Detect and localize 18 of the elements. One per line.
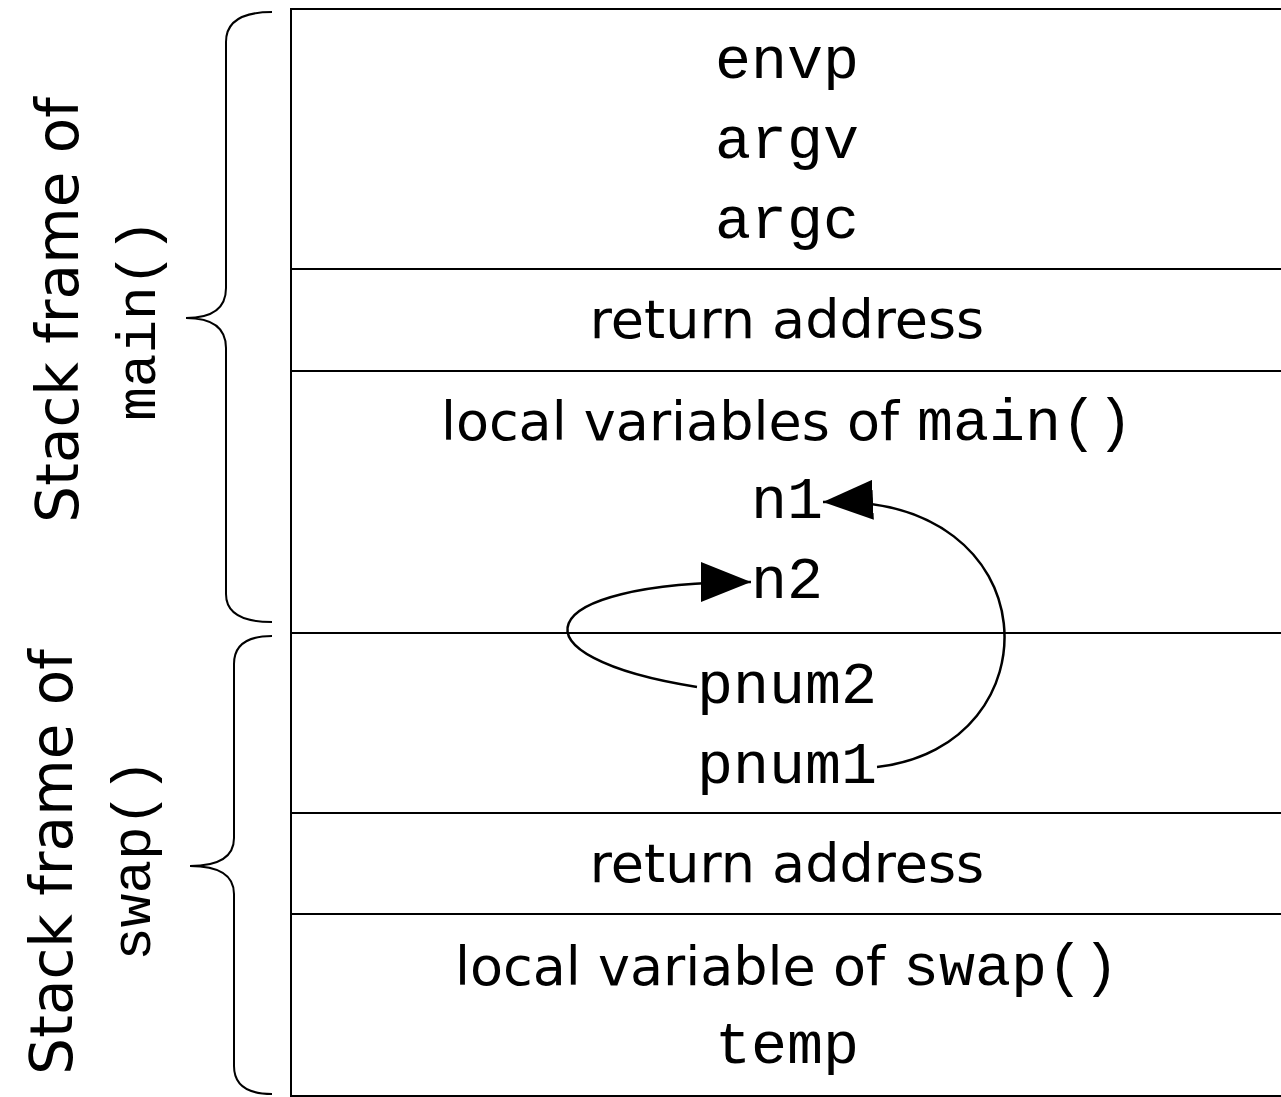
frame-label: Stack frame of (23, 649, 81, 1075)
frame-label: swap() (107, 759, 163, 961)
variable-name: n1 (751, 462, 823, 542)
curved-arrow (567, 563, 751, 689)
frame-label: main() (112, 219, 168, 421)
code-text: main() (917, 389, 1134, 460)
variable-name: pnum1 (697, 727, 877, 807)
row-label: return address (589, 830, 985, 897)
row-label: local variables of (440, 389, 900, 455)
code-text: argv (715, 107, 859, 178)
row-label: local variable of (454, 934, 885, 1000)
row-label: return address (589, 287, 985, 353)
code-text: temp (715, 1012, 859, 1083)
variable-name: n2 (751, 542, 823, 622)
frame-label: Stack frame of (29, 97, 87, 523)
code-text: swap() (903, 934, 1120, 1005)
code-text: envp (715, 27, 859, 98)
code-text: argc (715, 187, 859, 258)
